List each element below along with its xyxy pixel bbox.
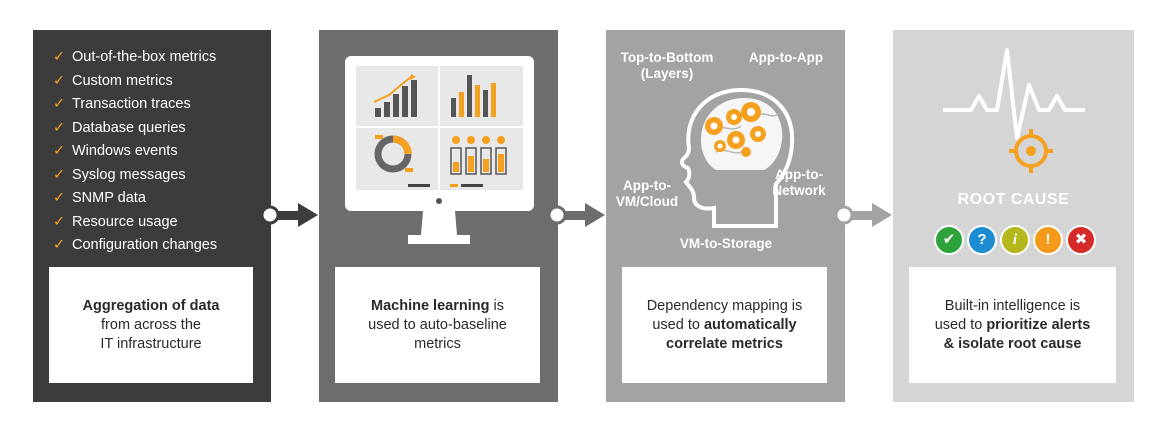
checkmark-icon: ✓ xyxy=(53,213,66,230)
error-icon: ✖ xyxy=(1066,225,1096,255)
ok-icon: ✔ xyxy=(934,225,964,255)
machine-learning-card: Machine learning is used to auto-baselin… xyxy=(335,267,540,383)
checklist-item: ✓Custom metrics xyxy=(53,70,217,94)
data-sources-checklist: ✓Out-of-the-box metrics ✓Custom metrics … xyxy=(53,46,217,258)
monitor-dashboard-icon xyxy=(345,56,534,244)
vm-to-storage-label: VM-to-Storage xyxy=(679,236,773,251)
root-cause-card: Built-in intelligence is used to priorit… xyxy=(909,267,1116,383)
checklist-item: ✓Out-of-the-box metrics xyxy=(53,46,217,70)
checkmark-icon: ✓ xyxy=(53,237,66,253)
flow-arrow-3 xyxy=(834,203,892,227)
panel-data-aggregation: ✓Out-of-the-box metrics ✓Custom metrics … xyxy=(33,30,271,402)
checklist-item: ✓Resource usage xyxy=(53,211,217,235)
heartbeat-target-icon xyxy=(943,48,1085,173)
help-icon: ? xyxy=(967,225,997,255)
checkmark-icon: ✓ xyxy=(53,49,66,65)
checkmark-icon: ✓ xyxy=(53,166,66,183)
checkmark-icon: ✓ xyxy=(53,190,66,206)
checklist-item: ✓Windows events xyxy=(53,140,217,164)
head-gears-icon xyxy=(679,87,795,228)
flow-arrow-1 xyxy=(260,203,318,227)
panel-root-cause: ROOT CAUSE ✔ ? i ! ✖ Built-in intelligen… xyxy=(893,30,1134,402)
checkmark-icon: ✓ xyxy=(53,96,66,112)
app-to-vm-label: App-to-VM/Cloud xyxy=(615,178,679,209)
checkmark-icon: ✓ xyxy=(53,119,66,136)
dependency-mapping-card: Dependency mapping is used to automatica… xyxy=(622,267,827,383)
app-to-app-label: App-to-App xyxy=(748,50,824,65)
checklist-item: ✓SNMP data xyxy=(53,187,217,211)
warning-icon: ! xyxy=(1033,225,1063,255)
top-to-bottom-label: Top-to-Bottom(Layers) xyxy=(620,50,714,81)
panel-dependency-mapping: Top-to-Bottom(Layers) App-to-App App-to-… xyxy=(606,30,845,402)
flow-arrow-2 xyxy=(547,203,605,227)
info-icon: i xyxy=(1000,225,1030,255)
app-to-network-label: App-to-Network xyxy=(772,167,826,198)
root-cause-title: ROOT CAUSE xyxy=(957,191,1070,208)
checklist-item: ✓Configuration changes xyxy=(53,234,217,258)
checklist-item: ✓Transaction traces xyxy=(53,93,217,117)
card-title: Aggregation of data xyxy=(82,297,220,314)
checkmark-icon: ✓ xyxy=(53,72,66,89)
checklist-item: ✓Syslog messages xyxy=(53,164,217,188)
aggregation-card: Aggregation of data from across the IT i… xyxy=(49,267,253,383)
checklist-item: ✓Database queries xyxy=(53,117,217,141)
checkmark-icon: ✓ xyxy=(53,143,66,159)
panel-machine-learning: Machine learning is used to auto-baselin… xyxy=(319,30,558,402)
